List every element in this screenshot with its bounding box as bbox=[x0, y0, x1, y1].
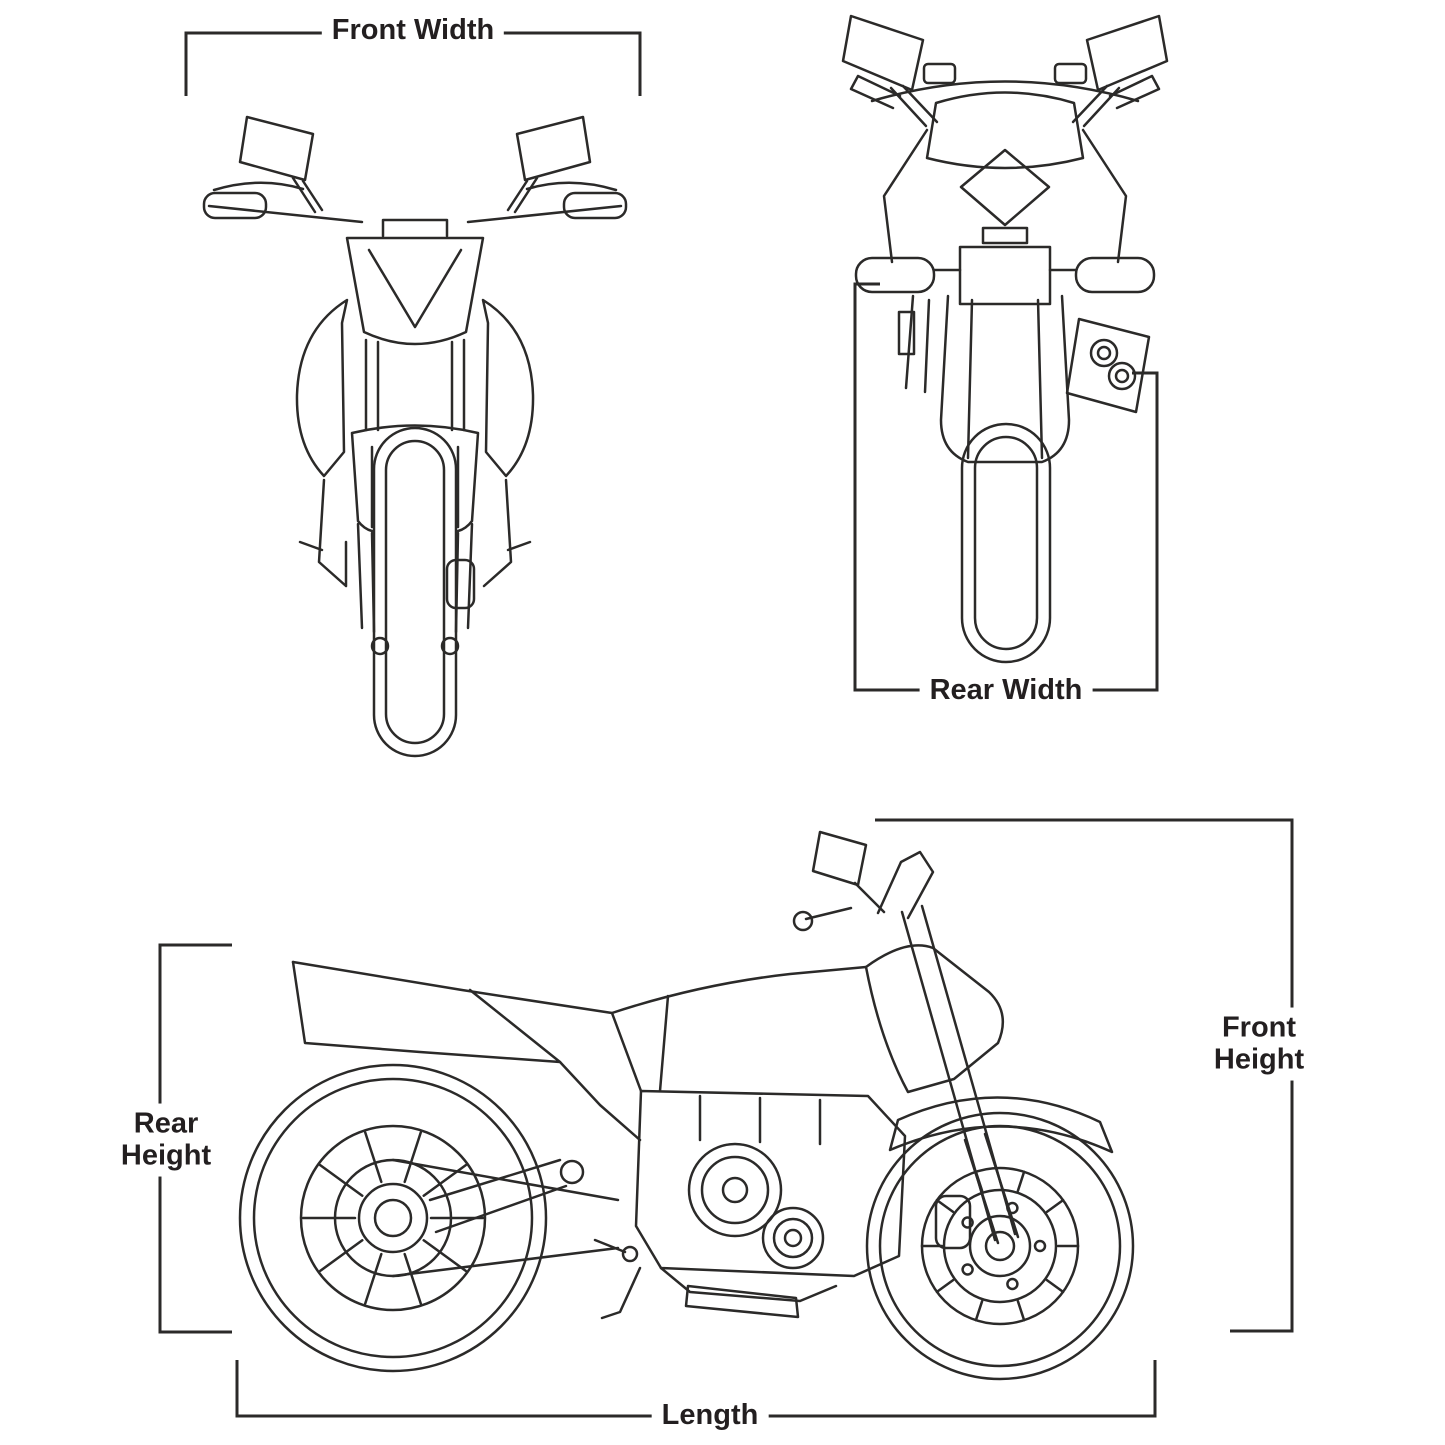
engine-right bbox=[482, 478, 513, 588]
front-height-label: Front Height bbox=[1197, 1007, 1321, 1081]
right-grip bbox=[562, 191, 628, 220]
exhaust-outlet-top bbox=[1089, 338, 1119, 368]
left-mirror-stalk bbox=[291, 176, 324, 214]
clutch-cover-mid bbox=[772, 1217, 814, 1259]
clutch-cover-hub bbox=[783, 1228, 803, 1248]
cylinder-fins bbox=[698, 1094, 822, 1146]
length-label: Length bbox=[651, 1394, 769, 1436]
brake-caliper bbox=[445, 558, 476, 610]
axle-right bbox=[440, 636, 460, 656]
dimension-brackets bbox=[158, 31, 1294, 1418]
right-reservoir bbox=[1053, 62, 1088, 85]
front-fender bbox=[350, 424, 480, 533]
instrument-cluster bbox=[381, 218, 449, 238]
right-mirror-stalk bbox=[1071, 84, 1121, 128]
swingarm bbox=[428, 1158, 568, 1234]
left-grip bbox=[202, 191, 268, 220]
rear-tire-tread bbox=[973, 435, 1039, 651]
headlight-cowl bbox=[345, 236, 485, 346]
rear-wheel bbox=[238, 1063, 548, 1373]
fender-ridges bbox=[370, 445, 460, 529]
front-fender bbox=[888, 1096, 1114, 1154]
rear-fender-ridges bbox=[966, 298, 1044, 460]
left-mirror-icon bbox=[841, 14, 925, 92]
rear-view-drawing bbox=[841, 14, 1169, 664]
rear-fender bbox=[939, 294, 1071, 464]
headlight-crease bbox=[367, 248, 463, 329]
handlebar bbox=[870, 80, 1140, 103]
chain-lines bbox=[391, 1158, 620, 1278]
chain-guard bbox=[897, 310, 916, 356]
windscreen bbox=[876, 850, 935, 920]
exhaust-outlet-bottom bbox=[1107, 361, 1137, 391]
left-reservoir bbox=[922, 62, 957, 85]
clutch-cover bbox=[761, 1206, 825, 1270]
front-width-label: Front Width bbox=[321, 9, 505, 51]
footpeg bbox=[621, 1245, 639, 1263]
engine-block bbox=[634, 1089, 907, 1278]
exhaust-pipe bbox=[684, 1284, 800, 1319]
rear-width-bracket bbox=[853, 282, 1159, 692]
crank-cover-hub bbox=[721, 1176, 749, 1204]
belly-line bbox=[659, 1266, 838, 1303]
mirror-stalk bbox=[853, 881, 886, 914]
tank-front-line bbox=[658, 994, 670, 1093]
right-shroud bbox=[481, 298, 535, 478]
mirror-icon bbox=[811, 830, 868, 887]
brake-disc bbox=[942, 1188, 1058, 1304]
axle-left bbox=[370, 636, 390, 656]
left-turn-signal bbox=[854, 256, 936, 294]
left-grip bbox=[849, 74, 902, 110]
front-wheel bbox=[865, 1111, 1135, 1381]
right-turn-signal bbox=[1074, 256, 1156, 294]
swingarm-pivot bbox=[559, 1159, 585, 1185]
plate-light bbox=[981, 226, 1029, 245]
tail-body bbox=[882, 128, 1128, 264]
right-mirror-stalk bbox=[506, 176, 539, 214]
kickstand bbox=[600, 1266, 642, 1320]
exhaust-outlet-top-inner bbox=[1096, 345, 1112, 361]
front-tire-tread bbox=[384, 439, 446, 745]
tail-underside bbox=[291, 960, 642, 1142]
handlebar bbox=[804, 906, 853, 921]
front-view-drawing bbox=[202, 115, 628, 758]
left-mirror-stalk bbox=[889, 84, 939, 128]
swingarm-left bbox=[904, 294, 931, 394]
seat-split-line bbox=[468, 988, 562, 1064]
right-mirror-icon bbox=[515, 115, 592, 182]
left-shroud bbox=[295, 298, 349, 478]
handlebar bbox=[207, 204, 623, 224]
fork-tubes bbox=[364, 338, 466, 432]
right-grip bbox=[1108, 74, 1161, 110]
rear-height-label: Rear Height bbox=[104, 1103, 228, 1177]
fork-lower bbox=[963, 1132, 1020, 1245]
tail-light bbox=[959, 148, 1051, 227]
right-mirror-icon bbox=[1085, 14, 1169, 92]
crank-cover-mid bbox=[700, 1155, 770, 1225]
left-mirror-icon bbox=[238, 115, 315, 182]
license-plate bbox=[958, 245, 1052, 306]
footpegs bbox=[298, 540, 532, 552]
tail-cowl bbox=[925, 91, 1085, 170]
side-view-drawing bbox=[238, 830, 1135, 1381]
rear-width-label: Rear Width bbox=[919, 669, 1093, 711]
exhaust-muffler bbox=[1065, 317, 1151, 414]
rear-tire bbox=[960, 422, 1052, 664]
frame-line bbox=[610, 1011, 643, 1093]
exhaust-outlet-bottom-inner bbox=[1114, 368, 1130, 384]
footpeg-bracket bbox=[593, 1238, 627, 1254]
crank-cover bbox=[687, 1142, 783, 1238]
brake-caliper bbox=[934, 1194, 972, 1250]
engine-left bbox=[317, 478, 348, 588]
lower-fork-legs bbox=[356, 522, 474, 634]
grip-end bbox=[792, 910, 814, 932]
brake-levers bbox=[212, 181, 618, 192]
tail-and-tank-topline bbox=[291, 960, 868, 1015]
front-cowl bbox=[864, 944, 1005, 1094]
